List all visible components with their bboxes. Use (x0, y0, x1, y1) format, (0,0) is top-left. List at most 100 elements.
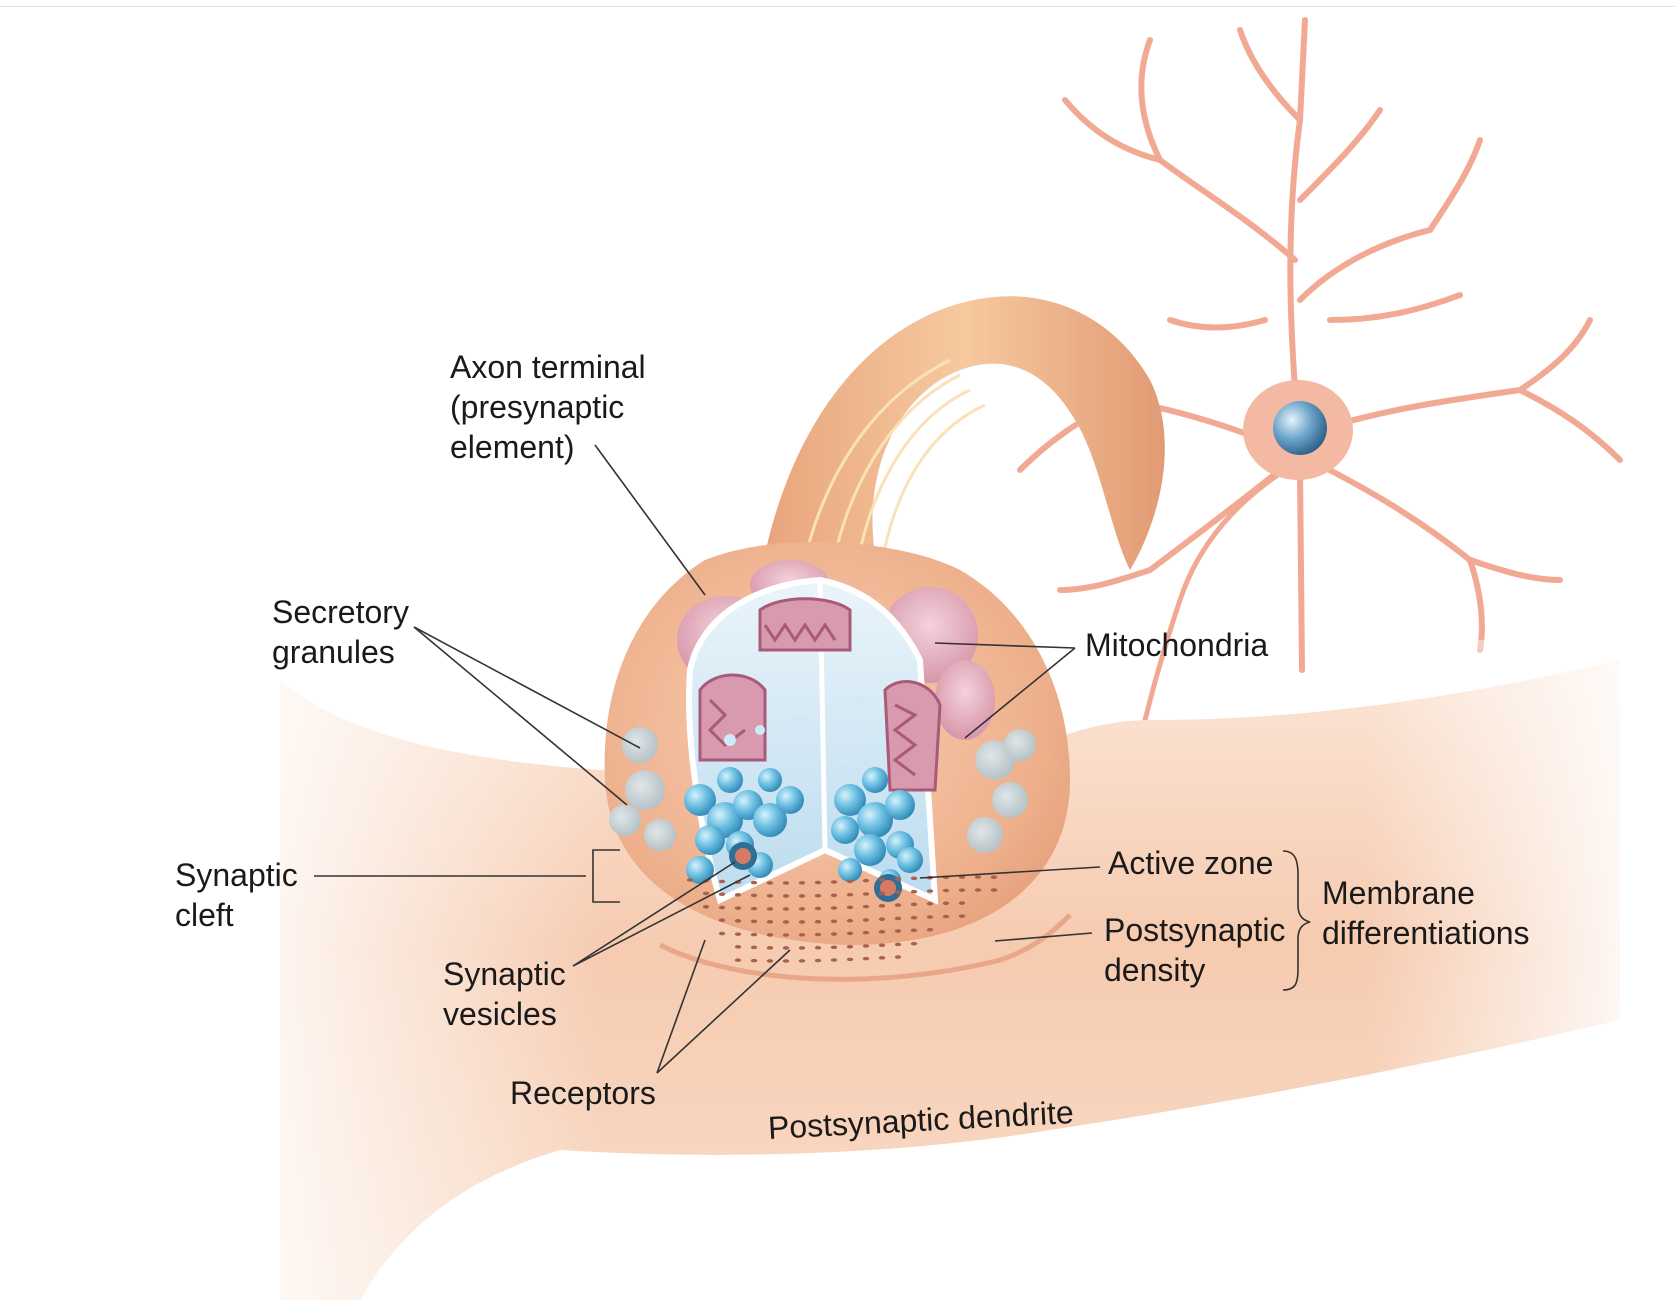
receptor-dot (894, 916, 902, 921)
receptor-dot (830, 958, 838, 962)
neuron-nucleus (1273, 401, 1327, 455)
receptor-dot (718, 918, 726, 922)
receptor-dot (814, 880, 822, 885)
receptor-dot (846, 918, 854, 923)
receptor-dot (766, 945, 774, 950)
synaptic-vesicles-label-line2: vesicles (443, 996, 557, 1032)
receptor-dot (814, 893, 822, 898)
receptor-dot (814, 945, 822, 950)
receptor-dot (926, 901, 934, 906)
receptor-dots (686, 875, 998, 963)
receptor-dot (782, 959, 790, 963)
secretory-granules-group (609, 727, 1036, 853)
axon-terminal-label-line1: Axon terminal (450, 349, 646, 385)
active-zone-label: Active zone (1108, 845, 1274, 881)
receptor-dot (878, 878, 886, 882)
receptor-dot (718, 879, 726, 884)
receptor-dot (894, 903, 902, 907)
receptor-dot (814, 958, 822, 963)
receptor-dot (846, 944, 854, 949)
receptor-dot (766, 959, 774, 963)
receptor-dot (766, 893, 774, 898)
receptor-dot (782, 933, 790, 937)
synaptic-vesicles-group (684, 767, 923, 891)
receptor-dot (926, 889, 934, 893)
receptor-dot (814, 932, 822, 937)
receptor-dot (750, 919, 758, 924)
small-vesicles (724, 695, 876, 765)
receptor-dot (862, 892, 870, 896)
receptor-dot (798, 894, 806, 898)
receptor-dot (782, 894, 790, 898)
postsynaptic-membrane (658, 913, 1072, 982)
receptor-dot (798, 920, 806, 924)
receptor-dot (686, 878, 694, 882)
receptor-dot (974, 875, 982, 879)
receptor-dot (750, 906, 758, 911)
receptor-dot (910, 928, 918, 933)
receptor-dot (926, 915, 934, 919)
receptor-dot (878, 956, 886, 960)
receptor-dot (750, 893, 758, 898)
axon-terminal-label-line3: element) (450, 429, 575, 465)
membrane-differentiations-label-line1: Membrane (1322, 875, 1475, 911)
receptor-dot (766, 881, 774, 885)
synaptic-cleft-label-line2: cleft (175, 897, 234, 933)
receptor-dot (894, 929, 902, 933)
receptor-dot (862, 904, 870, 909)
receptor-dot (846, 905, 854, 910)
receptor-dot (846, 931, 854, 936)
leader-lines (314, 444, 1311, 1074)
receptor-dot (782, 946, 790, 950)
receptor-dot (782, 907, 790, 911)
membrane-differentiations-label-line2: differentiations (1322, 915, 1530, 951)
receptor-dot (926, 927, 934, 932)
secretory-granules-label: Secretory granules (272, 592, 409, 672)
receptor-dot (782, 920, 790, 924)
mitochondria-label: Mitochondria (1085, 627, 1269, 663)
synaptic-cleft-label: Synaptic cleft (175, 855, 298, 935)
receptor-dot (830, 945, 838, 950)
receptor-dot (734, 958, 742, 962)
receptor-dot (862, 918, 870, 922)
receptor-dot (718, 892, 726, 896)
receptor-dot (958, 888, 966, 892)
receptor-dot (878, 904, 886, 908)
receptor-dot (798, 881, 806, 885)
receptor-dot (846, 892, 854, 897)
receptor-dot (734, 906, 742, 910)
receptor-dot (734, 945, 742, 949)
receptor-dot (782, 881, 790, 885)
receptor-dot (798, 946, 806, 950)
top-border (0, 6, 1675, 7)
receptor-dot (894, 942, 902, 947)
receptor-dot (846, 879, 854, 884)
receptor-dot (718, 905, 726, 910)
receptor-dot (798, 933, 806, 937)
receptor-dot (894, 877, 902, 881)
receptor-dot (830, 906, 838, 910)
membrane-differentiations-label: Membrane differentiations (1322, 873, 1530, 953)
secretory-granules-label-line2: granules (272, 634, 395, 670)
receptor-dot (958, 914, 966, 918)
receptors-label: Receptors (510, 1075, 656, 1111)
postsynaptic-density-label-line1: Postsynaptic (1104, 912, 1286, 948)
axon-stalk (760, 296, 1165, 580)
receptor-dot (830, 932, 838, 936)
receptor-dot (750, 880, 758, 885)
synaptic-vesicles-label-line1: Synaptic (443, 956, 566, 992)
receptor-dot (766, 919, 774, 924)
receptor-dot (878, 943, 886, 948)
receptor-dot (798, 907, 806, 911)
receptor-dot (750, 945, 758, 950)
receptor-dot (990, 888, 998, 892)
receptor-dot (862, 944, 870, 948)
receptor-dot (910, 889, 918, 894)
receptor-dot (942, 888, 950, 893)
receptor-dot (734, 932, 742, 936)
receptor-dot (910, 941, 918, 946)
receptor-dot (894, 955, 902, 959)
cut-mitochondria (698, 597, 942, 792)
receptor-dot (750, 958, 758, 963)
